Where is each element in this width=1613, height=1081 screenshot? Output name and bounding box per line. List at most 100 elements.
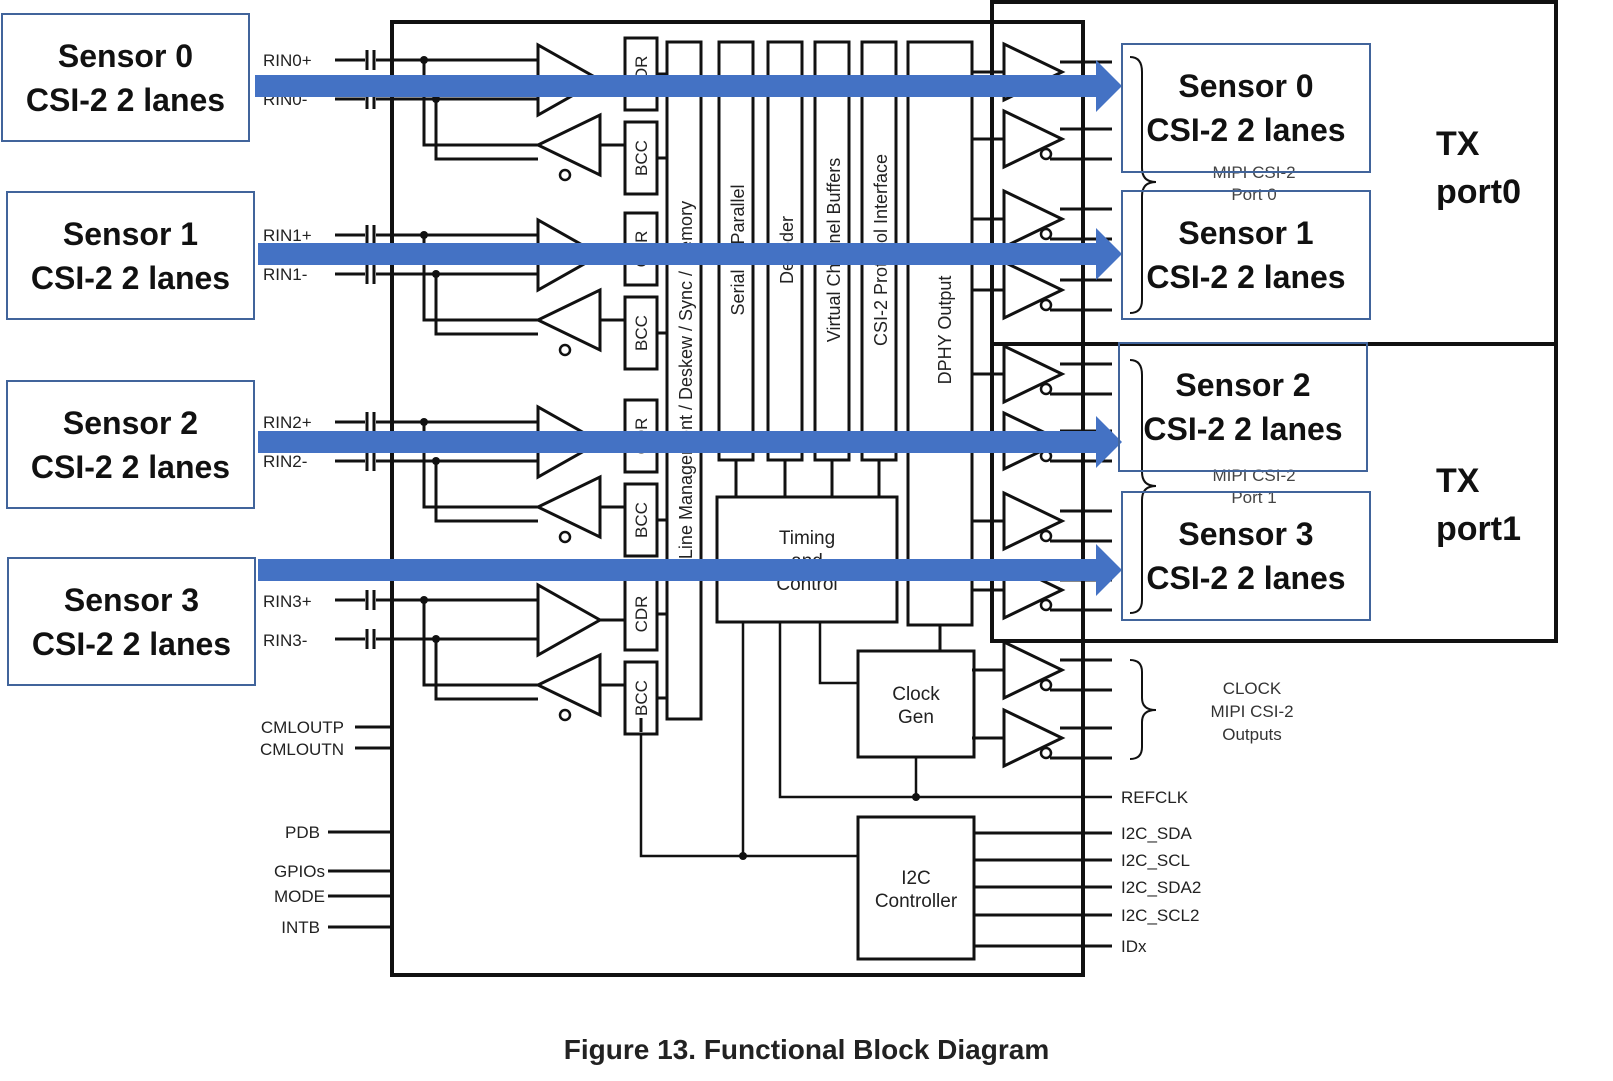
pin-gpios: GPIOs bbox=[274, 862, 325, 881]
pin-mode: MODE bbox=[274, 887, 325, 906]
wire bbox=[422, 600, 538, 687]
source-sensor-0-name: Sensor 0 bbox=[57, 37, 194, 74]
bubble bbox=[558, 708, 572, 722]
bubble bbox=[558, 530, 572, 544]
output-sensor-0-name: Sensor 0 bbox=[1178, 64, 1314, 108]
source-sensor-1-name: Sensor 1 bbox=[62, 215, 199, 252]
output-sensor-1: Sensor 1 CSI-2 2 lanes bbox=[1121, 190, 1371, 320]
source-sensor-3: Sensor 3 CSI-2 2 lanes bbox=[7, 557, 256, 686]
rx-channels: CDRBCCCDRBCCCDRBCCCDRBCC bbox=[335, 36, 667, 736]
driver-triangle bbox=[1002, 707, 1066, 769]
bcc-driver bbox=[534, 287, 602, 353]
memory-block-label: Line Management / Deskew / Sync / Memory bbox=[676, 201, 696, 559]
output-sensor-3: Sensor 3 CSI-2 2 lanes bbox=[1121, 491, 1371, 621]
pin-refclk: REFCLK bbox=[1121, 788, 1189, 807]
pin-rin0p: RIN0+ bbox=[263, 51, 312, 70]
source-sensor-1: Sensor 1 CSI-2 2 lanes bbox=[6, 191, 255, 320]
sensor-arrow-1 bbox=[258, 228, 1122, 280]
clock-out-label-2: MIPI CSI-2 bbox=[1210, 702, 1293, 721]
source-sensor-2: Sensor 2 CSI-2 2 lanes bbox=[6, 380, 255, 509]
memory-block bbox=[665, 40, 703, 721]
dphy-label: DPHY Output bbox=[935, 276, 955, 385]
pin-i2c-sda: I2C_SDA bbox=[1121, 824, 1193, 843]
bubble bbox=[558, 168, 572, 182]
source-sensor-3-detail: CSI-2 2 lanes bbox=[31, 625, 232, 662]
bcc-driver bbox=[534, 652, 602, 718]
figure-caption: Figure 13. Functional Block Diagram bbox=[563, 1034, 1050, 1065]
bubble bbox=[1039, 746, 1053, 760]
rx-amplifier bbox=[536, 582, 604, 658]
bubble bbox=[1039, 529, 1053, 543]
bubble bbox=[1039, 147, 1053, 161]
clock-gen-block bbox=[856, 649, 976, 759]
source-sensor-0: Sensor 0 CSI-2 2 lanes bbox=[1, 13, 250, 142]
tx-driver-6 bbox=[972, 490, 1112, 552]
tx-port1-line2: port1 bbox=[1436, 510, 1521, 548]
driver-triangle bbox=[1002, 108, 1066, 170]
port0-label-2: Port 0 bbox=[1231, 185, 1276, 204]
sensor-arrow-3 bbox=[258, 544, 1122, 596]
wire bbox=[434, 639, 538, 701]
output-sensor-2-name: Sensor 2 bbox=[1175, 363, 1311, 407]
wire bbox=[434, 274, 538, 336]
source-sensor-0-detail: CSI-2 2 lanes bbox=[25, 81, 226, 118]
tx-driver-3 bbox=[972, 259, 1112, 321]
clock-gen-label-1: Clock bbox=[892, 684, 940, 705]
bubble bbox=[1039, 298, 1053, 312]
tx-driver-8 bbox=[972, 639, 1112, 701]
driver-triangle bbox=[1002, 259, 1066, 321]
output-sensor-1-detail: CSI-2 2 lanes bbox=[1146, 255, 1346, 299]
dphy-block bbox=[906, 40, 974, 627]
driver-triangle bbox=[1002, 639, 1066, 701]
pin-cmloutn: CMLOUTN bbox=[260, 740, 344, 759]
pin-i2c-scl: I2C_SCL bbox=[1121, 851, 1190, 870]
driver-triangle bbox=[1002, 188, 1066, 250]
bubble bbox=[1039, 227, 1053, 241]
pin-rin1p: RIN1+ bbox=[263, 226, 312, 245]
brace-port0 bbox=[1129, 56, 1157, 314]
pin-idx: IDx bbox=[1121, 937, 1147, 956]
tx-port0-line2: port0 bbox=[1436, 173, 1521, 211]
tx-port0-line1: TX bbox=[1436, 125, 1480, 163]
bcc-label: BCC bbox=[632, 502, 651, 538]
wire bbox=[434, 461, 538, 523]
clock-out-label-1: CLOCK bbox=[1223, 679, 1282, 698]
pin-rin3n: RIN3- bbox=[263, 631, 307, 650]
pin-cmloutp: CMLOUTP bbox=[261, 718, 344, 737]
sensor-arrow-2 bbox=[258, 416, 1122, 468]
pin-rin3p: RIN3+ bbox=[263, 592, 312, 611]
bcc-driver bbox=[534, 474, 602, 540]
pin-i2c-scl2: I2C_SCL2 bbox=[1121, 906, 1199, 925]
output-sensor-3-name: Sensor 3 bbox=[1178, 512, 1314, 556]
source-sensor-3-name: Sensor 3 bbox=[63, 581, 200, 618]
bcc-label: BCC bbox=[632, 140, 651, 176]
output-sensor-2-detail: CSI-2 2 lanes bbox=[1143, 407, 1343, 451]
i2c-label-2: Controller bbox=[875, 891, 958, 912]
tx-drivers bbox=[972, 41, 1112, 769]
output-sensor-2: Sensor 2 CSI-2 2 lanes bbox=[1118, 342, 1368, 472]
pin-i2c-sda2: I2C_SDA2 bbox=[1121, 878, 1201, 897]
i2c-label-1: I2C bbox=[901, 868, 931, 889]
clock-gen-label-2: Gen bbox=[898, 707, 934, 728]
pin-rin1n: RIN1- bbox=[263, 265, 307, 284]
output-sensor-3-detail: CSI-2 2 lanes bbox=[1146, 556, 1346, 600]
bcc-label: BCC bbox=[632, 680, 651, 716]
tx-port0-label: TX port0 bbox=[1436, 120, 1521, 216]
bubble bbox=[1039, 678, 1053, 692]
clock-out-label-3: Outputs bbox=[1222, 725, 1282, 744]
tx-port1-frame bbox=[990, 342, 1558, 643]
wire bbox=[434, 99, 538, 161]
tx-driver-9 bbox=[972, 707, 1112, 769]
bubble bbox=[1039, 382, 1053, 396]
chip-outline bbox=[390, 20, 1085, 977]
output-sensor-1-name: Sensor 1 bbox=[1178, 211, 1314, 255]
bubble bbox=[558, 343, 572, 357]
bcc-block bbox=[623, 120, 659, 196]
bcc-label: BCC bbox=[632, 315, 651, 351]
pin-pdb: PDB bbox=[285, 823, 320, 842]
